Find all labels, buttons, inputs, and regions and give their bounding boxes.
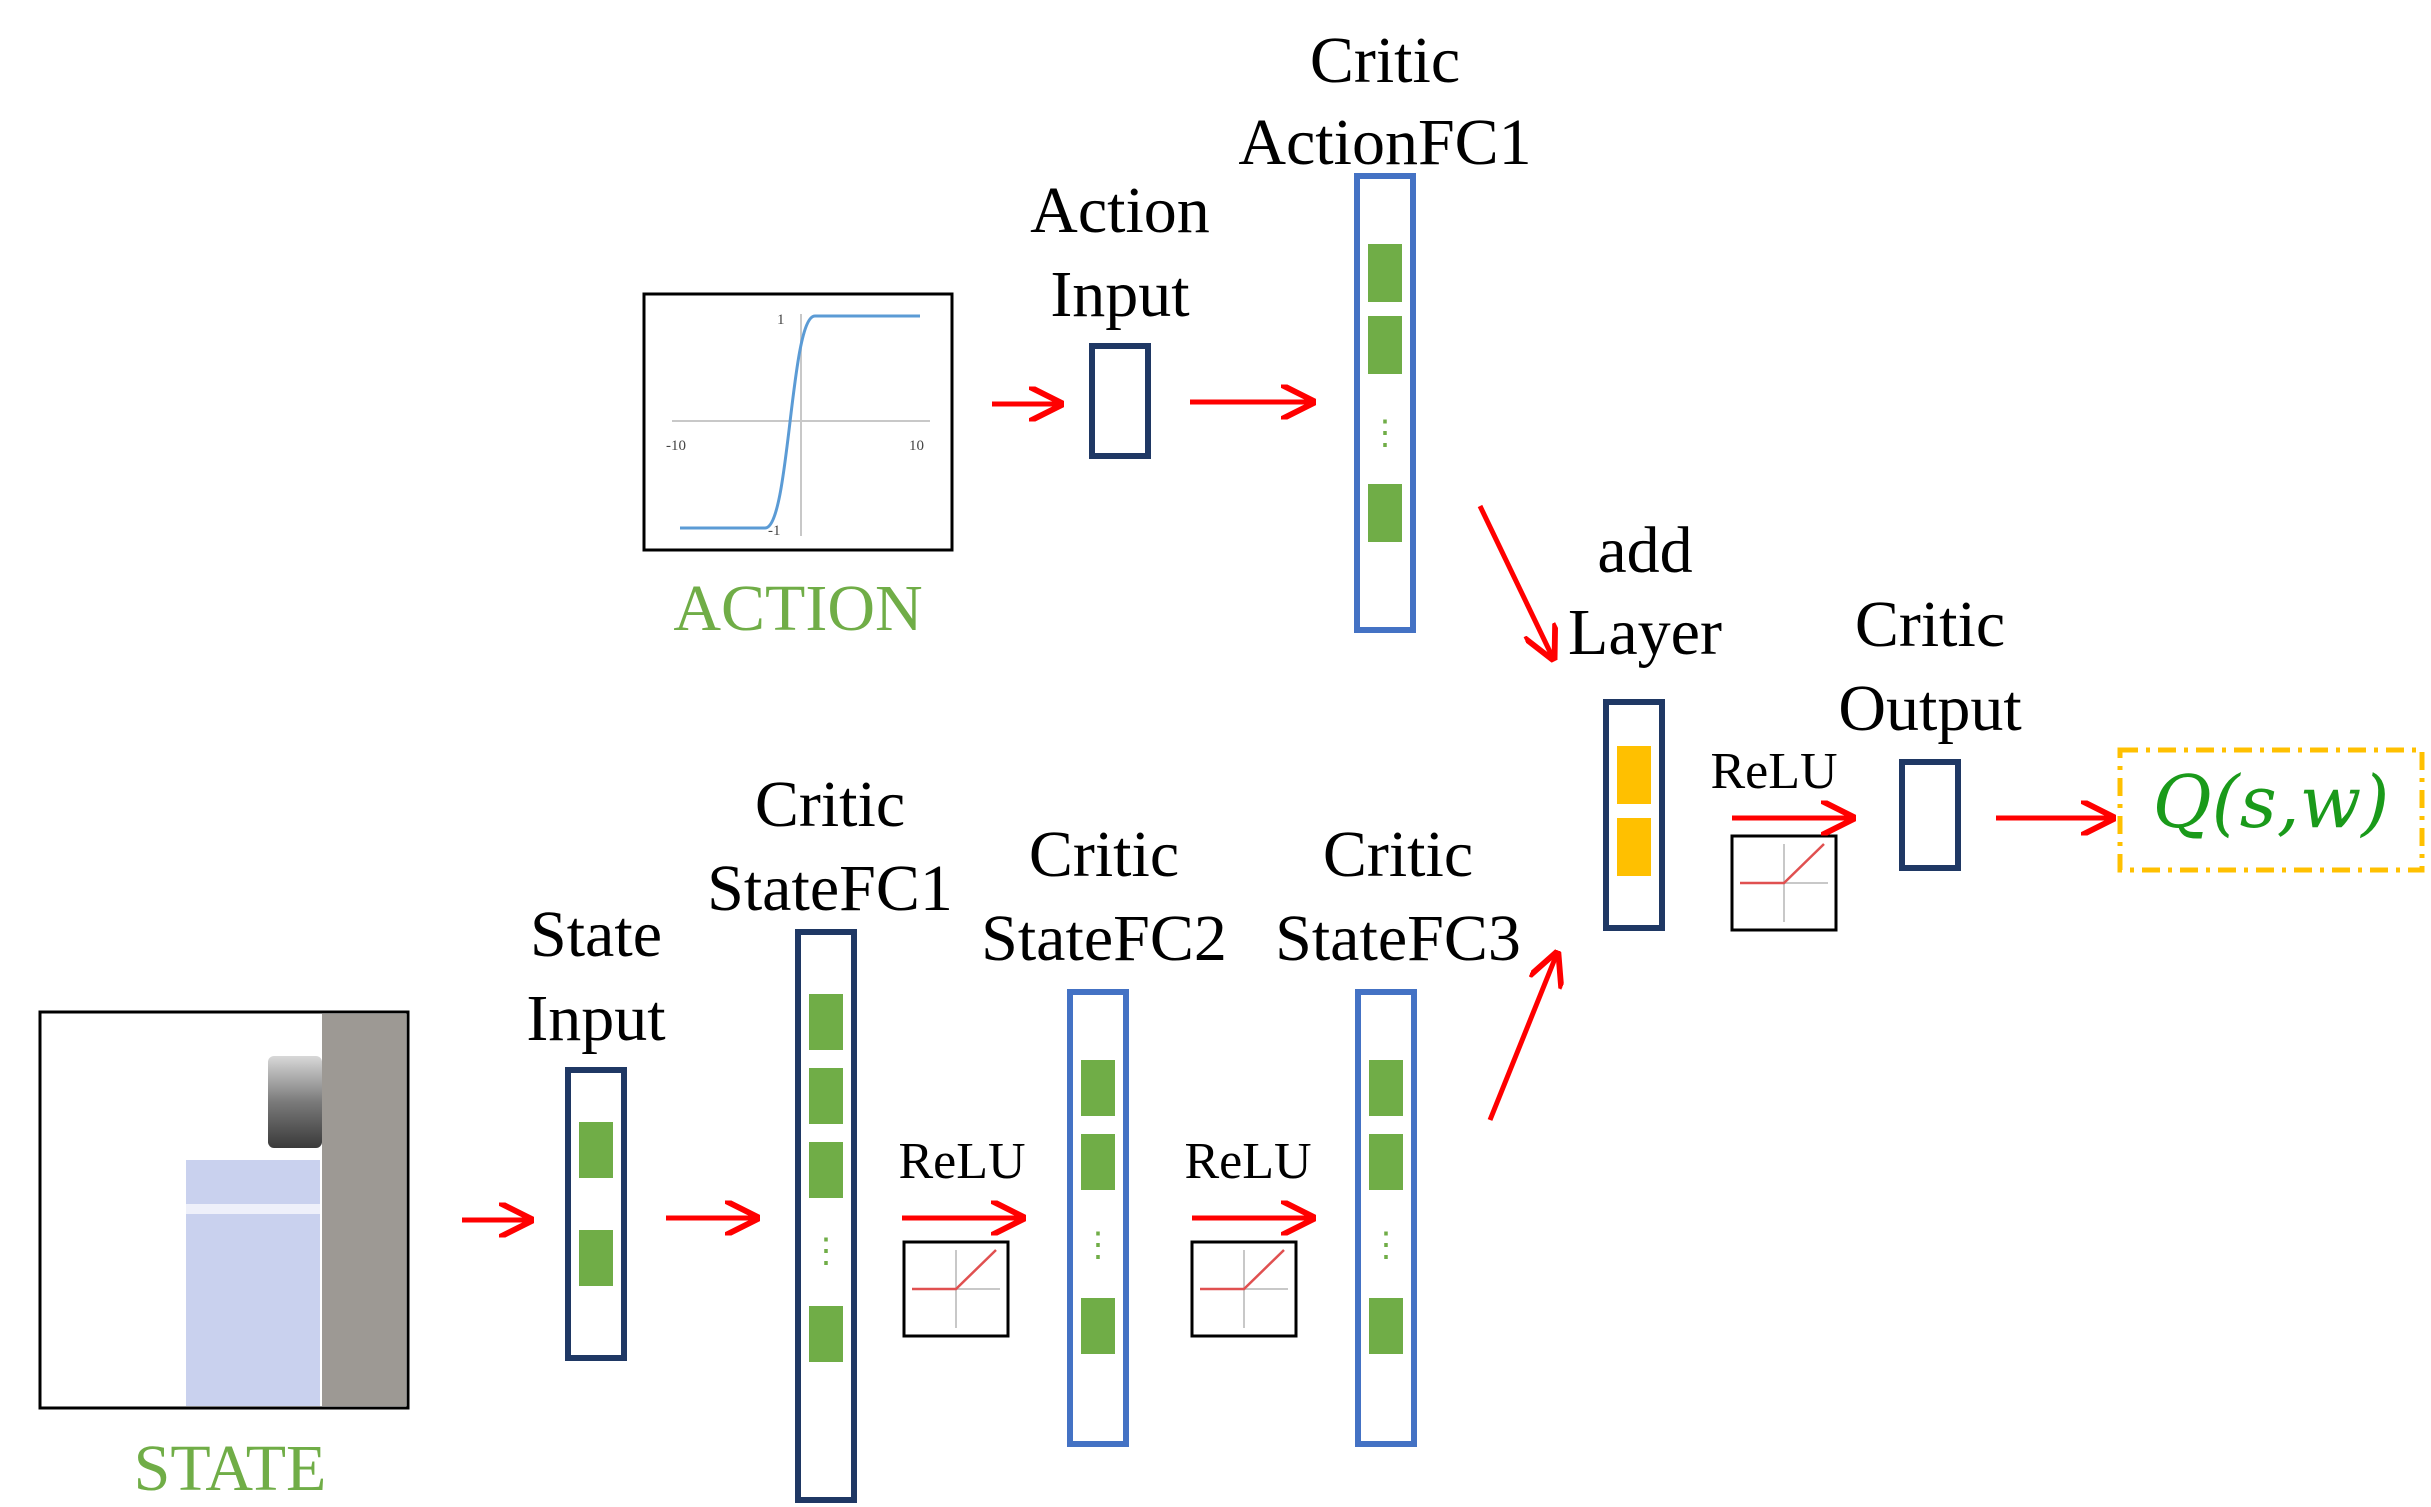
state-label: STATE — [133, 1432, 327, 1505]
relu-plot-icon — [1190, 1240, 1298, 1338]
sigmoid-x-left-label: -10 — [666, 438, 686, 454]
neuron — [1081, 1134, 1115, 1190]
flow-arrows — [462, 402, 2110, 1220]
arrow — [1487, 956, 1556, 1121]
state-image — [38, 1010, 410, 1410]
add-layer-label-line2: Layer — [1568, 596, 1722, 669]
critic-state-fc2-label-line2: StateFC2 — [981, 902, 1227, 975]
critic-state-fc1-label-line2: StateFC1 — [707, 852, 953, 925]
critic-state-fc1-label-line1: Critic — [754, 768, 906, 841]
critic-action-fc1-label-line2: ActionFC1 — [1238, 106, 1532, 179]
critic-state-fc1-layer: ⋮ — [795, 929, 857, 1503]
neuron — [1617, 818, 1651, 876]
neuron — [809, 1142, 843, 1198]
critic-output-label-line1: Critic — [1854, 588, 2006, 661]
critic-action-fc1-label-line1: Critic — [1309, 24, 1461, 97]
action-input-layer — [1089, 343, 1151, 459]
critic-output-label-line2: Output — [1838, 672, 2022, 745]
svg-text:⋮: ⋮ — [1369, 1227, 1403, 1264]
relu-label: ReLU — [1710, 743, 1838, 800]
neuron — [1368, 316, 1402, 374]
action-input-label-line2: Input — [1050, 258, 1190, 331]
neuron — [1081, 1298, 1115, 1354]
neuron — [1081, 1060, 1115, 1116]
neuron — [809, 994, 843, 1050]
add-layer — [1603, 699, 1665, 931]
neuron — [1369, 1298, 1403, 1354]
neuron — [1369, 1134, 1403, 1190]
arrow — [1477, 504, 1552, 656]
state-input-label-line1: State — [530, 898, 662, 971]
action-input-label-line1: Action — [1030, 174, 1210, 247]
critic-output-layer — [1899, 759, 1961, 871]
svg-text:⋮: ⋮ — [1368, 415, 1402, 452]
neuron — [1617, 746, 1651, 804]
critic-state-fc2-layer: ⋮ — [1067, 989, 1129, 1447]
relu-label: ReLU — [1184, 1133, 1312, 1190]
critic-action-fc1-layer: ⋮ — [1354, 173, 1416, 633]
neuron — [1369, 1060, 1403, 1116]
add-layer-label-line1: add — [1597, 514, 1693, 587]
relu-plot-icon — [902, 1240, 1010, 1338]
neuron — [579, 1230, 613, 1286]
critic-state-fc3-layer: ⋮ — [1355, 989, 1417, 1447]
relu-plot-icon — [1730, 834, 1838, 932]
sigmoid-y-bottom-label: -1 — [768, 523, 781, 539]
svg-text:⋮: ⋮ — [809, 1233, 843, 1270]
neuron — [1368, 484, 1402, 542]
sigmoid-plot-icon: 1 -1 -10 10 — [642, 292, 954, 552]
neuron — [579, 1122, 613, 1178]
sigmoid-x-right-label: 10 — [909, 438, 924, 454]
svg-text:⋮: ⋮ — [1081, 1227, 1115, 1264]
critic-state-fc3-label-line2: StateFC3 — [1275, 902, 1521, 975]
sigmoid-y-top-label: 1 — [777, 312, 785, 328]
state-input-layer — [565, 1067, 627, 1361]
neuron — [809, 1068, 843, 1124]
relu-label: ReLU — [898, 1133, 1026, 1190]
critic-state-fc2-label-line1: Critic — [1028, 818, 1180, 891]
critic-state-fc3-label-line1: Critic — [1322, 818, 1474, 891]
neuron — [809, 1306, 843, 1362]
action-label: ACTION — [673, 572, 923, 645]
q-output-box — [2117, 747, 2425, 873]
state-input-label-line2: Input — [526, 982, 666, 1055]
q-output-label: Q(s,w) — [2152, 760, 2390, 844]
neuron — [1368, 244, 1402, 302]
